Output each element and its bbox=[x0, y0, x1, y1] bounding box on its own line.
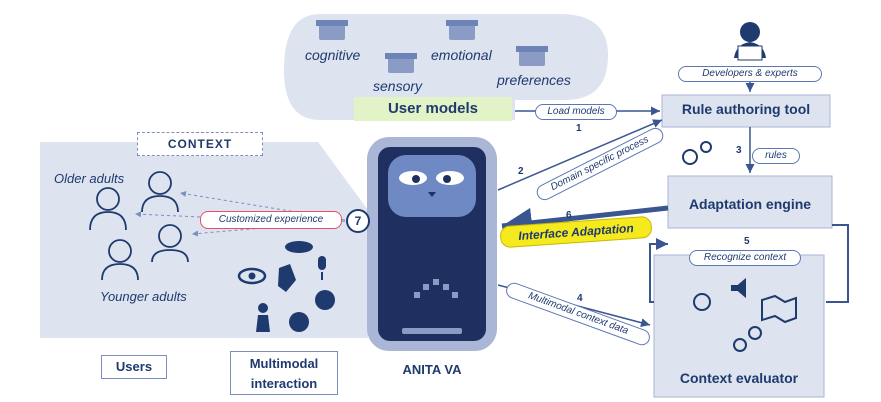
step-2: 2 bbox=[518, 166, 524, 177]
user-models-region bbox=[284, 14, 608, 120]
young-man-icon bbox=[101, 239, 139, 281]
step-6: 6 bbox=[566, 210, 572, 221]
sign-hand-icon bbox=[278, 264, 296, 292]
gesture-person-icon bbox=[256, 303, 270, 332]
rules-label: rules bbox=[752, 148, 800, 164]
user-model-sensory: sensory bbox=[373, 78, 423, 94]
database-icon bbox=[316, 20, 548, 73]
step-3: 3 bbox=[736, 145, 742, 156]
customized-experience-label: Customized experience bbox=[200, 211, 342, 229]
sad-face-icon bbox=[315, 290, 335, 310]
step-7-badge: 7 bbox=[346, 209, 370, 233]
arrow-adaptation bbox=[501, 205, 669, 238]
map-icon bbox=[761, 294, 797, 324]
older-adults-label: Older adults bbox=[54, 171, 125, 186]
speaker-icon bbox=[731, 277, 746, 299]
developer-icon bbox=[734, 22, 766, 61]
step-4: 4 bbox=[577, 293, 583, 304]
adaptation-engine-box bbox=[667, 175, 833, 229]
younger-adults-label: Younger adults bbox=[100, 289, 187, 304]
adaptation-engine-label: Adaptation engine bbox=[688, 196, 812, 212]
multimodal-line-2: interaction bbox=[250, 376, 318, 391]
context-evaluator-label: Context evaluator bbox=[679, 370, 799, 386]
load-models-label: Load models bbox=[535, 104, 617, 120]
context-header: CONTEXT bbox=[137, 132, 263, 156]
lightbulb-icon bbox=[693, 293, 711, 311]
va-face bbox=[388, 155, 476, 217]
arrow-domain-process bbox=[497, 119, 663, 191]
multimodal-line-1: Multimodal bbox=[249, 356, 319, 371]
lips-icon bbox=[285, 241, 313, 253]
rule-tool-box bbox=[661, 94, 831, 128]
developers-label: Developers & experts bbox=[678, 66, 822, 82]
eye-icon bbox=[237, 267, 267, 285]
step-5: 5 bbox=[744, 236, 750, 247]
young-woman-icon bbox=[151, 224, 189, 263]
rule-tool-label: Rule authoring tool bbox=[681, 101, 811, 117]
users-label: Users bbox=[101, 355, 167, 379]
context-evaluator-box bbox=[653, 254, 825, 398]
recognize-context-label: Recognize context bbox=[689, 250, 801, 266]
older-man-icon bbox=[89, 187, 127, 231]
user-models-title: User models bbox=[354, 97, 512, 121]
microphone-icon bbox=[318, 256, 326, 270]
multimodal-interaction-label: Multimodal interaction bbox=[230, 351, 338, 395]
user-model-emotional: emotional bbox=[431, 47, 492, 63]
step-1: 1 bbox=[576, 123, 582, 134]
laugh-face-icon bbox=[289, 312, 309, 332]
app-icons bbox=[402, 279, 462, 334]
anita-va-label: ANITA VA bbox=[402, 362, 462, 377]
older-woman-icon bbox=[141, 171, 179, 213]
user-model-preferences: preferences bbox=[497, 72, 571, 88]
gear-icon bbox=[682, 141, 762, 352]
user-model-cognitive: cognitive bbox=[305, 47, 361, 63]
loop-connector bbox=[826, 224, 849, 303]
